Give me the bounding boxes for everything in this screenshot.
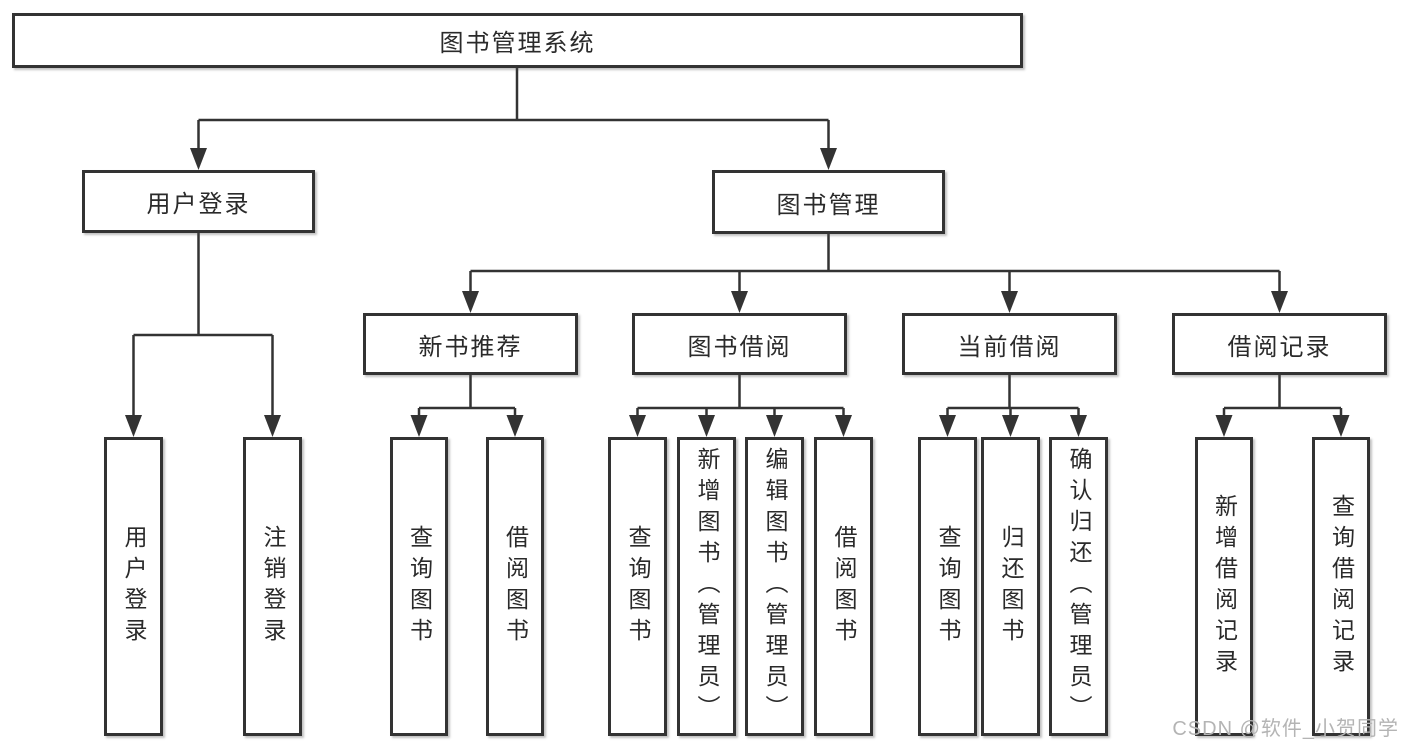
node-root-library-system: 图书管理系统 [12,13,1023,68]
leaf-query-books-recommend: 查询图书 [390,437,448,736]
connector-current-borrow [946,375,1080,417]
arrowhead [1001,291,1018,313]
node-borrow-records: 借阅记录 [1172,313,1387,375]
arrowhead [1070,415,1087,437]
arrowhead [939,415,956,437]
leaf-add-books-admin: 新增图书（管理员） [677,437,736,736]
arrowhead [731,291,748,313]
node-book-borrow: 图书借阅 [632,313,847,375]
connector-user-login [132,233,274,417]
arrowhead [506,415,524,437]
leaf-borrow-books-recommend: 借阅图书 [486,437,544,736]
node-new-book-recommend: 新书推荐 [363,313,578,375]
leaf-borrow-books: 借阅图书 [814,437,873,736]
leaf-query-books-borrow: 查询图书 [608,437,667,736]
arrowhead [190,148,207,170]
node-current-borrow: 当前借阅 [902,313,1117,375]
leaf-query-books-current: 查询图书 [918,437,977,736]
arrowhead [1332,415,1350,437]
connector-root [197,68,830,150]
node-user-login: 用户登录 [82,170,315,233]
leaf-add-borrow-record: 新增借阅记录 [1195,437,1253,736]
arrowhead [835,415,852,437]
arrowhead [1215,415,1233,437]
leaf-return-books: 归还图书 [981,437,1040,736]
connector-book-borrow [636,375,845,417]
arrowhead [820,148,837,170]
arrowhead [698,415,715,437]
connector-borrow-records [1222,375,1343,417]
arrowhead [1271,291,1288,313]
arrowhead [766,415,783,437]
arrowhead [264,415,281,437]
arrowhead [1002,415,1019,437]
arrowhead [125,415,142,437]
watermark: CSDN @软件_小贺同学 [1172,718,1399,740]
node-book-management: 图书管理 [712,170,945,234]
leaf-query-borrow-record: 查询借阅记录 [1312,437,1370,736]
leaf-edit-books-admin: 编辑图书（管理员） [745,437,804,736]
connector-new-book-recommend [417,375,517,417]
arrowhead [410,415,428,437]
leaf-user-login: 用户登录 [104,437,163,736]
arrowhead [629,415,646,437]
arrowhead [462,291,479,313]
leaf-logout: 注销登录 [243,437,302,736]
connector-book-management [469,234,1281,293]
leaf-confirm-return-admin: 确认归还（管理员） [1049,437,1108,736]
